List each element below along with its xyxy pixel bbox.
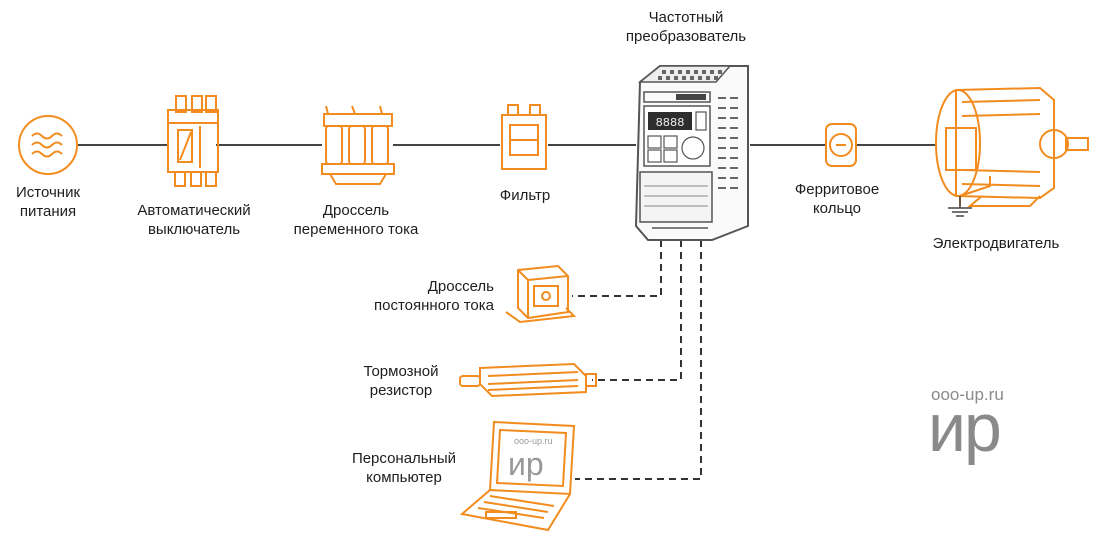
pc-label-line1: Персональный: [351, 450, 457, 467]
ac-choke-label-line1: Дроссель: [322, 202, 390, 219]
auxiliary-dashed-lines: [572, 240, 702, 480]
dc-choke-label-line2: постоянного тока: [374, 297, 494, 314]
pc-label-line2: компьютер: [366, 469, 442, 486]
filter-label: Фильтр: [482, 186, 568, 205]
dc-choke-label: Дроссель постоянного тока: [340, 277, 494, 315]
pc-connection: [575, 240, 702, 480]
ac-choke-label: Дроссель переменного тока: [280, 201, 432, 239]
ac-source-icon: [18, 115, 78, 175]
filter-label-line1: Фильтр: [499, 187, 551, 204]
breaker-label-line1: Автоматический: [137, 202, 251, 219]
brake-resistor-connection: [592, 240, 682, 381]
dc-choke-label-line1: Дроссель: [427, 278, 494, 295]
power-source-label-line1: Источник: [15, 184, 81, 201]
brake-resistor-label: Тормозной резистор: [352, 362, 450, 400]
ground-icon: [948, 196, 972, 217]
laptop-screen-logo: ир: [508, 446, 544, 482]
dc-choke-icon: [505, 264, 577, 324]
inverter-label-line1: Частотный: [648, 9, 724, 26]
frequency-inverter-icon: 8888: [634, 65, 749, 241]
dc-choke-connection: [572, 240, 662, 297]
brake-resistor-label-line2: резистор: [369, 382, 433, 399]
filter-icon: [501, 104, 547, 170]
pc-label: Персональный компьютер: [338, 449, 470, 487]
ferrite-label-line1: Ферритовое: [794, 181, 880, 198]
ferrite-ring-icon: [825, 123, 857, 167]
power-source-label-line2: питания: [19, 203, 77, 220]
breaker-label: Автоматический выключатель: [120, 201, 268, 239]
circuit-breaker-icon: [167, 95, 219, 187]
watermark-logo: ир: [928, 390, 1002, 466]
brake-resistor-label-line1: Тормозной: [363, 363, 439, 380]
inverter-label-line2: преобразователь: [625, 28, 747, 45]
laptop-icon: [459, 420, 576, 532]
electric-motor-icon: [935, 86, 1089, 207]
inverter-display-digits: 8888: [656, 116, 685, 130]
breaker-label-line2: выключатель: [147, 221, 241, 238]
inverter-label: Частотный преобразователь: [620, 8, 752, 46]
watermark-url: ooo-up.ru: [931, 385, 1004, 404]
motor-label-line1: Электродвигатель: [932, 235, 1060, 252]
laptop-screen-url: ooo-up.ru: [514, 436, 553, 446]
brake-resistor-icon: [459, 362, 597, 398]
ferrite-label-line2: кольцо: [812, 200, 862, 217]
motor-label: Электродвигатель: [916, 234, 1076, 253]
ac-choke-label-line2: переменного тока: [293, 221, 419, 238]
ferrite-label: Ферритовое кольцо: [784, 180, 890, 218]
ac-choke-icon: [321, 105, 395, 185]
power-source-label: Источник питания: [4, 183, 92, 221]
